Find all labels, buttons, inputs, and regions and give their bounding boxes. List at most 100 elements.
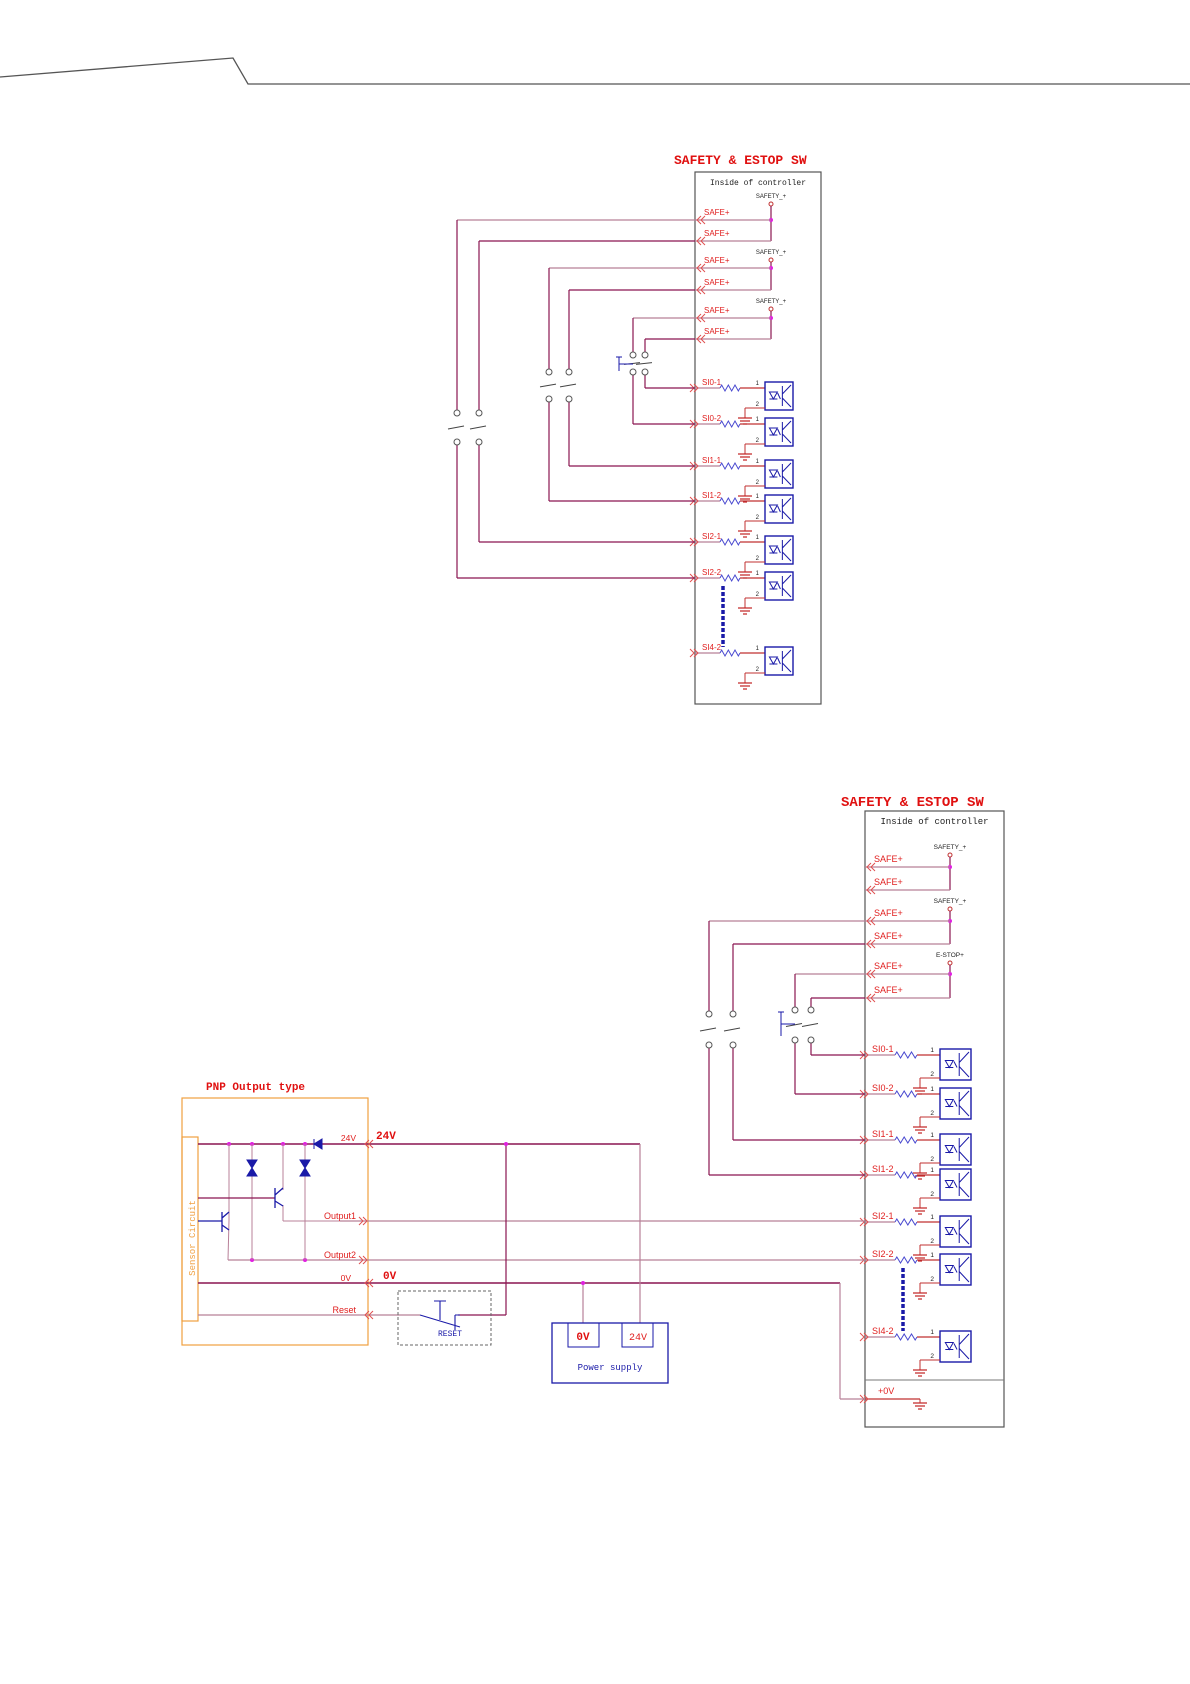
ground-icon xyxy=(913,1402,927,1410)
safe-label: SAFE+ xyxy=(704,256,730,265)
pin-label: 2 xyxy=(930,1071,934,1078)
terminal-0v-box xyxy=(567,1322,600,1348)
connector-arrow-icon xyxy=(689,648,699,658)
safety-switch-icon xyxy=(723,1010,741,1049)
pin-label: 1 xyxy=(756,494,760,500)
led-icon xyxy=(944,1145,955,1154)
safe-label: SAFE+ xyxy=(704,229,730,238)
estop-switch-icon xyxy=(785,1006,803,1044)
input-label: SI1-1 xyxy=(872,1129,894,1139)
switch-contact xyxy=(475,438,483,446)
connector-arrow-icon xyxy=(364,1278,374,1288)
pin-label: 1 xyxy=(930,1086,934,1093)
estop-button-icon xyxy=(616,356,633,371)
safety-switch-icon xyxy=(699,1010,717,1049)
resistor-icon xyxy=(894,1051,918,1059)
led-icon xyxy=(944,1265,955,1274)
pin-label: 1 xyxy=(756,459,760,465)
connector-arrow-icon xyxy=(696,285,706,295)
ground-icon xyxy=(913,1369,927,1377)
resistor-icon xyxy=(894,1218,918,1226)
pin-label: 2 xyxy=(930,1353,934,1360)
switch-contact xyxy=(629,351,637,359)
switch-contact xyxy=(475,409,483,417)
zener-diode-icon xyxy=(299,1159,311,1177)
safe-label: SAFE+ xyxy=(874,961,903,971)
safety-switch-icon xyxy=(539,368,557,403)
switch-contact xyxy=(705,1010,713,1018)
bus-0v-label: 0V xyxy=(383,1271,397,1283)
optocoupler-icon xyxy=(939,1087,972,1120)
safe-label: SAFE+ xyxy=(874,854,903,864)
safe-label: SAFE+ xyxy=(874,931,903,941)
resistor-icon xyxy=(719,648,741,658)
source-terminal xyxy=(947,852,953,858)
junction-dot xyxy=(581,1281,585,1285)
connector-arrow-icon xyxy=(696,313,706,323)
pin-output1-label: Output1 xyxy=(324,1211,356,1221)
ground-icon xyxy=(738,453,752,461)
input-label: SI2-1 xyxy=(702,532,722,541)
sensor-circuit-strip xyxy=(181,1136,199,1322)
resistor-icon xyxy=(719,537,741,547)
pin-0v-label: 0V xyxy=(341,1273,352,1283)
pin-label: 2 xyxy=(756,438,760,444)
ground-icon xyxy=(738,495,752,503)
led-icon xyxy=(944,1227,955,1236)
safe-label: SAFE+ xyxy=(704,306,730,315)
switch-contact xyxy=(641,351,649,359)
phototransistor-icon xyxy=(777,497,792,521)
switch-lever xyxy=(635,362,653,365)
optocoupler-box xyxy=(764,646,794,676)
input-label: SI4-2 xyxy=(872,1326,894,1336)
source-label: SAFETY_+ xyxy=(934,844,967,851)
optocoupler-icon xyxy=(764,646,794,676)
pin-label: 1 xyxy=(756,535,760,541)
source-label: SAFETY_+ xyxy=(756,194,787,200)
optocoupler-box xyxy=(939,1253,972,1286)
led-icon xyxy=(768,427,779,437)
optocoupler-box xyxy=(764,459,794,489)
pin-label: 2 xyxy=(756,556,760,562)
resistor-icon xyxy=(894,1333,918,1341)
junction-dot xyxy=(504,1142,508,1146)
source-label: SAFETY_+ xyxy=(756,250,787,256)
optocoupler-icon xyxy=(764,535,794,565)
connector-arrow-icon xyxy=(696,236,706,246)
input-label: SI0-1 xyxy=(872,1044,894,1054)
optocoupler-box xyxy=(939,1168,972,1201)
ground-icon xyxy=(738,530,752,538)
switch-lever xyxy=(447,425,465,430)
led-icon xyxy=(944,1099,955,1108)
connector-arrow-icon xyxy=(866,993,876,1003)
safe-label: SAFE+ xyxy=(704,208,730,217)
switch-contact xyxy=(565,368,573,376)
phototransistor-icon xyxy=(777,574,792,598)
resistor-icon xyxy=(719,419,741,429)
optocoupler-icon xyxy=(939,1330,972,1363)
optocoupler-icon xyxy=(764,571,794,601)
resistor-icon xyxy=(719,573,741,583)
connector-arrow-icon xyxy=(696,334,706,344)
switch-lever xyxy=(539,383,557,388)
input-label: SI0-2 xyxy=(872,1083,894,1093)
switch-contact xyxy=(629,368,637,376)
phototransistor-icon xyxy=(953,1256,970,1283)
connector-arrow-icon xyxy=(859,1217,869,1227)
sensor-title: PNP Output type xyxy=(206,1082,305,1094)
ground-icon xyxy=(913,1254,927,1262)
pin-label: 1 xyxy=(930,1132,934,1139)
connector-arrow-icon xyxy=(866,885,876,895)
safe-label: SAFE+ xyxy=(704,327,730,336)
pin-label: 2 xyxy=(930,1156,934,1163)
controller-box xyxy=(694,171,822,705)
phototransistor-icon xyxy=(953,1171,970,1198)
safe-label: SAFE+ xyxy=(874,985,903,995)
source-terminal xyxy=(768,201,774,207)
pin-label: 1 xyxy=(756,381,760,387)
source-label: SAFETY_+ xyxy=(934,898,967,905)
switch-contact xyxy=(705,1041,713,1049)
optocoupler-icon xyxy=(939,1253,972,1286)
ground-icon xyxy=(913,1292,927,1300)
